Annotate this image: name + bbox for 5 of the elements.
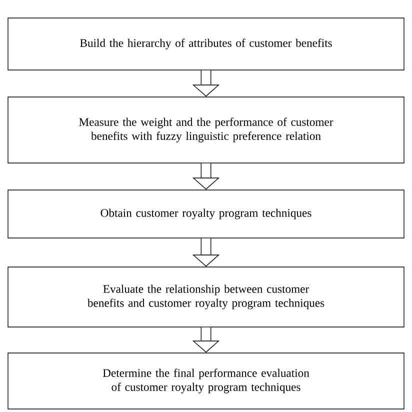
process-box: Build the hierarchy of attributes of customer benefits [8, 18, 404, 70]
process-box: Determine the final performance evaluation of customer royalty program techniques [8, 352, 404, 410]
process-box: Obtain customer royalty program techniques [8, 190, 404, 238]
process-box: Evaluate the relationship between customer benefits and customer royalty program techniques [8, 266, 404, 328]
process-box: Measure the weight and the performance of customer benefits with fuzzy linguistic preference relation [8, 96, 404, 164]
